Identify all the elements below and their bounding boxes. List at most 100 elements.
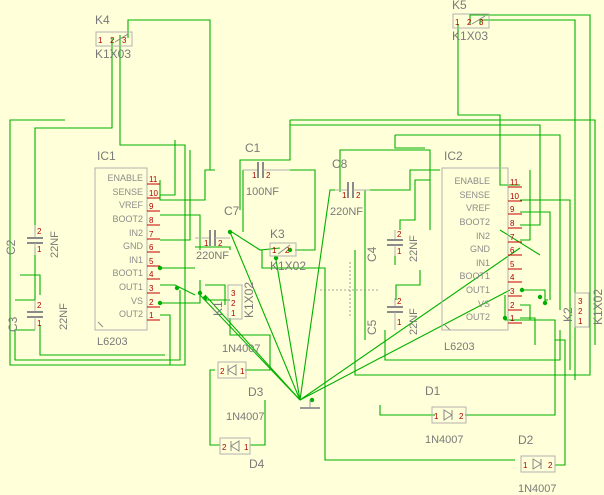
c3-value: 22NF [58,303,70,330]
ic2-pin-name: IN2 [476,231,490,241]
ic2-pin-name: GND [470,244,491,254]
k4-pin3: 3 [122,36,127,45]
k1-pin2: 2 [231,299,236,308]
d4-pin1: 1 [244,443,249,452]
c4-pin2: 2 [397,230,402,239]
capacitor-c1[interactable]: C1 1 2 100NF [243,141,290,198]
d2-value: 1N4007 [518,483,557,495]
connector-k1[interactable]: 3 2 1 K1 K1X02 [211,282,256,320]
ic2-pin-number: 10 [510,192,519,201]
diode-d2[interactable]: D2 1 2 1N4007 [518,433,557,495]
ic2-pin-name: VS [478,299,490,309]
connector-k5[interactable]: K5 1 2 3 K1X03 [452,0,490,43]
k3-ref: K3 [270,227,285,241]
k3-pin2: 2 [285,246,290,255]
d3-value: 1N4007 [222,343,261,355]
ic1-pin-name: SENSE [112,187,143,197]
capacitor-c3[interactable]: 2 1 C3 22NF [6,300,70,332]
k4-pin1: 1 [98,36,103,45]
ic1-pin-name: OUT1 [119,282,143,292]
k5-ref: K5 [452,0,467,12]
c3-ref: C3 [6,316,20,332]
k2-pin1: 1 [578,317,583,326]
capacitor-c7[interactable]: C7 1 2 220NF [195,204,240,262]
ic2-pin-number: 3 [510,287,515,296]
k5-pin1: 1 [455,18,460,27]
k5-pin2: 2 [467,18,472,27]
ic2-pin-name: VREF [466,203,491,213]
c2-ref: C2 [4,239,18,255]
d3-ref: D3 [248,385,264,399]
k1-pin3: 3 [231,289,236,298]
ic2-pin-number: 4 [510,273,515,282]
capacitor-c8[interactable]: C8 1 2 220NF [330,157,370,218]
ic2-pin-name: IN1 [476,258,490,268]
d4-pin2: 2 [222,443,227,452]
ic1-pin-number: 1 [149,311,154,320]
ic2-pin-number: 5 [510,260,515,269]
ic1-pin-number: 2 [149,298,154,307]
ic1-pin-number: 7 [149,230,154,239]
k1-ref: K1 [211,301,225,316]
c5-pin1: 1 [397,318,402,327]
d2-ref: D2 [518,433,534,447]
ic1-pin-name: OUT2 [119,309,143,319]
connector-k4[interactable]: K4 1 2 3 K1X03 [95,13,133,61]
capacitor-c2[interactable]: 2 1 C2 22NF [4,225,61,258]
c8-ref: C8 [332,157,348,171]
c5-pin2: 2 [397,297,402,306]
d3-pin1: 1 [240,367,245,376]
ic2-pin-number: 6 [510,246,515,255]
ic1-pin-name: VREF [119,200,144,210]
ic2-pin-number: 2 [510,301,515,310]
ic2-pin-name: ENABLE [454,176,490,186]
c8-value: 220NF [330,206,363,218]
d1-value: 1N4007 [425,434,464,446]
ic1-pin-name: BOOT2 [112,214,143,224]
ic2-pin-name: BOOT1 [459,271,490,281]
ic2-pin-number: 9 [510,205,515,214]
junction-dots [157,229,548,403]
d4-ref: D4 [249,457,265,471]
ic2-pin-number: 1 [510,314,515,323]
k2-pin3: 3 [578,297,583,306]
ic1-pin-name: IN2 [129,228,143,238]
c7-pin1: 1 [204,239,209,248]
capacitor-c5[interactable]: 2 1 C5 22NF [365,297,420,335]
c7-ref: C7 [224,204,240,218]
ic2[interactable]: IC2 L6203 ENABLE SENSE VREF BOOT2 IN2 GN… [441,149,522,353]
connector-k2[interactable]: 3 2 1 K2 K1X02 [561,289,604,328]
connector-k3[interactable]: K3 1 2 K1X02 [269,227,306,273]
c5-value: 22NF [408,308,420,335]
diode-d3[interactable]: 1N4007 2 1 D3 [217,343,264,399]
capacitor-c4[interactable]: 2 1 C4 22NF [365,230,420,262]
k4-ref: K4 [95,13,110,27]
ic1-value: L6203 [97,336,128,348]
c1-value: 100NF [246,186,279,198]
c3-pin2: 2 [37,301,42,310]
ic1-pin-name: ENABLE [107,173,143,183]
k3-value: K1X02 [270,259,306,273]
d1-pin1: 1 [434,412,439,421]
k1-pin1: 1 [231,309,236,318]
ic1-pin-number: 9 [149,202,154,211]
ic1[interactable]: IC1 L6203 ENABLE SENSE VREF BOOT2 IN2 GN… [94,149,160,348]
k4-value: K1X03 [95,47,131,61]
ic1-ref: IC1 [97,149,116,163]
c8-pin1: 1 [342,191,347,200]
ic1-pin-number: 5 [149,257,154,266]
diode-d1[interactable]: D1 1 2 1N4007 [425,384,467,446]
k2-pin2: 2 [578,307,583,316]
ic1-pin-number: 10 [149,189,158,198]
diode-d4[interactable]: 1N4007 2 1 D4 [219,411,265,471]
ic1-pin-number: 6 [149,243,154,252]
ic2-pin-name: SENSE [459,190,490,200]
ic1-pin-name: VS [131,296,143,306]
ic1-pin-name: IN1 [129,255,143,265]
crosshair-cursor-icon [320,262,380,318]
c1-pin1: 1 [252,171,257,180]
c4-value: 22NF [408,235,420,262]
ground-symbol [300,400,320,409]
d4-value: 1N4007 [226,411,265,423]
c2-pin2: 2 [37,227,42,236]
